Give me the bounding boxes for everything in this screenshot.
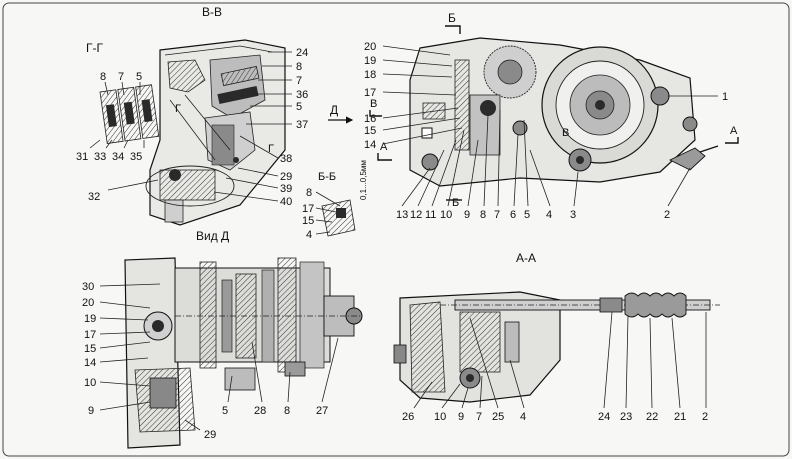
callout: 10 — [440, 209, 452, 221]
callout: 2 — [702, 411, 708, 423]
callout: 10 — [434, 411, 446, 423]
callout: 19 — [364, 55, 376, 67]
section-bb-view: Б-Б 8 17 15 4 0,1...0,5мм — [302, 160, 368, 241]
arrow-d-label: Д — [330, 103, 338, 117]
mark-g1: Г — [175, 103, 181, 115]
section-aa-title: А-А — [516, 251, 536, 265]
callout: 29 — [280, 171, 292, 183]
callout: 12 — [410, 209, 422, 221]
callout: 9 — [458, 411, 464, 423]
mark-b-top: Б — [448, 11, 456, 25]
callout: 17 — [364, 87, 376, 99]
callout: 39 — [280, 183, 292, 195]
callout: 29 — [204, 429, 216, 441]
section-aa-view: А-А 26 10 9 7 25 4 24 23 22 — [393, 251, 720, 423]
callout: 20 — [82, 297, 94, 309]
callout: 5 — [296, 101, 302, 113]
callout: 8 — [306, 187, 312, 199]
callout: 7 — [118, 71, 124, 83]
callout: 9 — [464, 209, 470, 221]
callout: 15 — [84, 343, 96, 355]
callout: 3 — [570, 209, 576, 221]
callout: 18 — [364, 69, 376, 81]
view-d-title: Вид Д — [196, 229, 229, 243]
callout: 10 — [84, 377, 96, 389]
callout: 34 — [112, 151, 124, 163]
callout: 36 — [296, 89, 308, 101]
callout: 38 — [280, 153, 292, 165]
callout: 2 — [664, 209, 670, 221]
callout: 17 — [302, 203, 314, 215]
mark-v2: В — [562, 127, 569, 139]
callout: 9 — [88, 405, 94, 417]
callout: 7 — [476, 411, 482, 423]
callout: 28 — [254, 405, 266, 417]
callout: 20 — [364, 41, 376, 53]
callout: 8 — [100, 71, 106, 83]
mark-a-left: А — [380, 141, 388, 153]
callout: 7 — [494, 209, 500, 221]
callout: 30 — [82, 281, 94, 293]
callout: 14 — [84, 357, 96, 369]
mark-g2: Г — [268, 143, 274, 155]
callout: 22 — [646, 411, 658, 423]
callout: 24 — [296, 47, 308, 59]
callout: 7 — [296, 75, 302, 87]
callout: 21 — [674, 411, 686, 423]
callout: 15 — [364, 125, 376, 137]
callout: 16 — [364, 113, 376, 125]
mark-a-right: А — [730, 125, 738, 137]
callout: 19 — [84, 313, 96, 325]
callout: 5 — [524, 209, 530, 221]
section-gg-title: Г-Г — [86, 41, 103, 55]
callout: 11 — [425, 209, 436, 221]
callout: 23 — [620, 411, 632, 423]
callout: 8 — [480, 209, 486, 221]
callout: 4 — [306, 229, 312, 241]
callout: 33 — [94, 151, 106, 163]
callout: 8 — [284, 405, 290, 417]
callout: 17 — [84, 329, 96, 341]
callout: 40 — [280, 196, 292, 208]
section-bb-title: Б-Б — [318, 171, 336, 183]
section-vv-view: В-В Г Г 24 8 7 36 5 37 38 — [88, 5, 308, 243]
top-right-assembly: Б Д В В А А Б — [328, 11, 739, 221]
callout: 14 — [364, 139, 376, 151]
callout: 26 — [402, 411, 414, 423]
callout: 31 — [76, 151, 88, 163]
callout: 8 — [296, 61, 302, 73]
callout: 32 — [88, 191, 100, 203]
callout: 13 — [396, 209, 408, 221]
callout: 6 — [510, 209, 516, 221]
callout: 4 — [546, 209, 552, 221]
callout: 4 — [520, 411, 526, 423]
clearance-note: 0,1...0,5мм — [359, 160, 368, 200]
mark-v: В — [370, 98, 377, 110]
callout: 25 — [492, 411, 504, 423]
callout: 24 — [598, 411, 610, 423]
callout: 15 — [302, 215, 314, 227]
callout: 35 — [130, 151, 142, 163]
callout: 1 — [722, 91, 728, 103]
section-vv-title: В-В — [202, 5, 222, 19]
callout: 37 — [296, 119, 308, 131]
callout: 5 — [136, 71, 142, 83]
view-d-drawing: 30 20 19 17 15 14 10 9 5 28 8 27 29 — [82, 257, 363, 449]
callout: 27 — [316, 405, 328, 417]
section-gg-view: Г-Г 8 7 5 31 33 34 35 — [76, 41, 160, 163]
mark-b-bottom: Б — [452, 197, 459, 209]
callout: 5 — [222, 405, 228, 417]
